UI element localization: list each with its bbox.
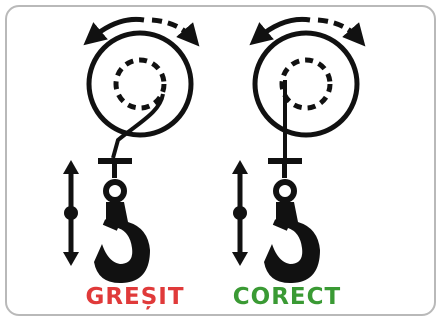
hook-icon (94, 182, 150, 283)
wrong-setup (63, 19, 192, 283)
drum-icon (89, 33, 191, 135)
wrong-label: GREȘIT (55, 286, 215, 309)
up-down-arrow-icon (63, 160, 79, 266)
up-down-arrow-icon (232, 160, 248, 266)
hook-icon (264, 182, 320, 283)
correct-setup (232, 19, 358, 283)
correct-label: CORECT (207, 286, 367, 309)
drum-icon (255, 33, 357, 135)
